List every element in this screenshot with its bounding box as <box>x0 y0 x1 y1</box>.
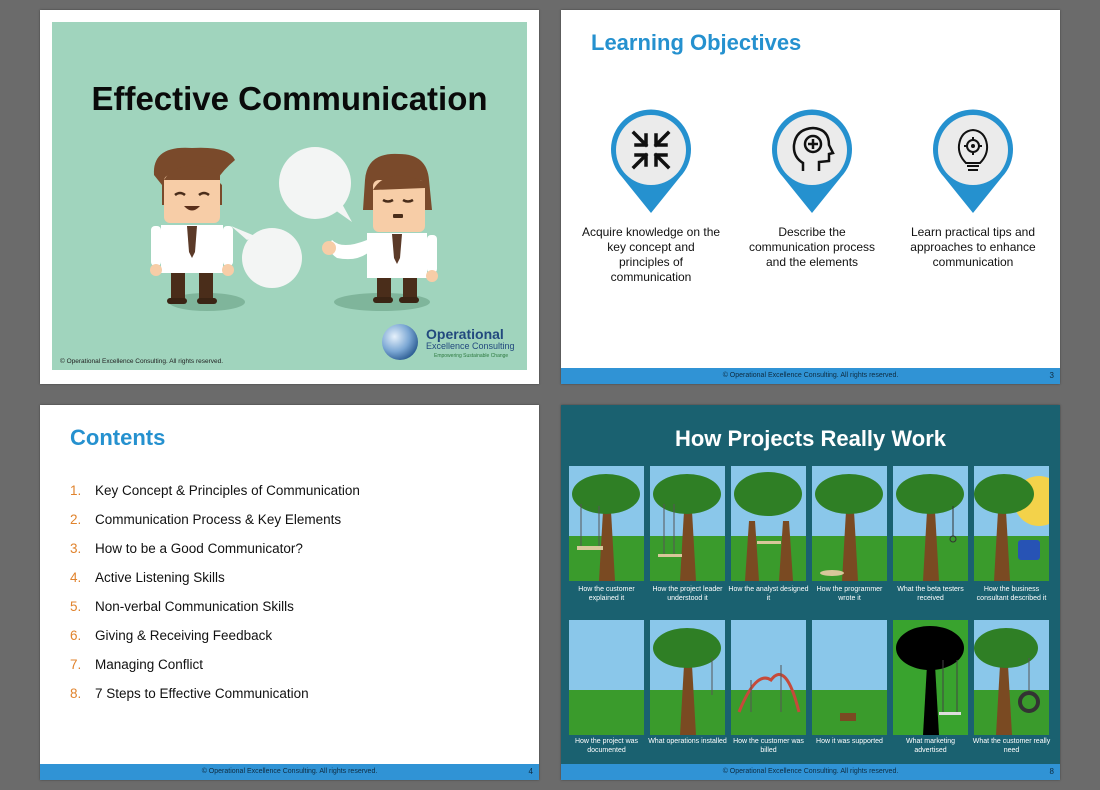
title-slide-background: Effective Communication <box>52 22 527 370</box>
logo-line-1: Operational <box>426 326 504 342</box>
item-text: Giving & Receiving Feedback <box>95 628 273 643</box>
item-number: 4. <box>70 570 82 585</box>
objective-text: Describe the communication process and t… <box>748 225 876 269</box>
tree-swing-cartoon <box>893 620 968 735</box>
footer-copyright: © Operational Excellence Consulting. All… <box>722 768 899 775</box>
item-text: Communication Process & Key Elements <box>95 512 342 527</box>
tree-swing-cartoon <box>812 466 887 581</box>
page-number: 8 <box>1049 767 1054 776</box>
panel-caption: How the customer was billed <box>733 738 804 754</box>
footer-copyright: © Operational Excellence Consulting. All… <box>722 372 899 379</box>
slide-title: Contents <box>70 425 166 450</box>
item-text: 7 Steps to Effective Communication <box>95 686 309 701</box>
tree-swing-cartoon <box>569 620 644 735</box>
list-item: 3. How to be a Good Communicator? <box>70 541 360 570</box>
panel-caption: How the programmer wrote it <box>816 586 883 602</box>
tree-swing-cartoon <box>650 620 725 735</box>
tree-swing-cartoon <box>893 466 968 581</box>
slide-title: Learning Objectives <box>591 30 802 55</box>
panel-caption: How the customer explained it <box>578 586 635 602</box>
copyright-text: © Operational Excellence Consulting. All… <box>60 358 224 365</box>
head-plus-icon <box>769 105 855 215</box>
logo-line-2: Excellence Consulting <box>426 341 515 351</box>
list-item: 5. Non-verbal Communication Skills <box>70 599 360 628</box>
footer-copyright: © Operational Excellence Consulting. All… <box>201 768 378 775</box>
list-item: 1. Key Concept & Principles of Communicat… <box>70 483 360 512</box>
item-number: 2. <box>70 512 82 527</box>
panel-caption: What the customer really need <box>972 738 1051 754</box>
panel-caption: How the project was documented <box>574 738 639 754</box>
panel-caption: How the project leader understood it <box>652 586 723 602</box>
item-number: 3. <box>70 541 82 556</box>
panel-caption: What marketing advertised <box>905 738 956 754</box>
list-item: 6. Giving & Receiving Feedback <box>70 628 360 657</box>
slide-footer: © Operational Excellence Consulting. All… <box>561 368 1060 384</box>
item-number: 7. <box>70 657 82 672</box>
item-number: 8. <box>70 686 82 701</box>
slide-title: How Projects Really Work <box>674 426 946 451</box>
objective-text: Learn practical tips and approaches to e… <box>910 225 1036 269</box>
globe-icon <box>382 324 418 360</box>
panel-caption: What the beta testers received <box>897 586 964 602</box>
objective-2: Describe the communication process and t… <box>742 105 882 270</box>
item-text: How to be a Good Communicator? <box>95 541 303 556</box>
contents-list: 1. Key Concept & Principles of Communicat… <box>70 483 360 715</box>
list-item: 7. Managing Conflict <box>70 657 360 686</box>
tree-swing-cartoon <box>569 466 644 581</box>
tree-swing-cartoon <box>731 466 806 581</box>
item-number: 5. <box>70 599 82 614</box>
page-number: 4 <box>528 767 533 776</box>
list-item: 4. Active Listening Skills <box>70 570 360 599</box>
lightbulb-gear-icon <box>930 105 1016 215</box>
two-businessmen-talking-illustration <box>150 147 438 311</box>
slide-thumbnail-4[interactable]: Contents 1. Key Concept & Principles of C… <box>40 405 539 780</box>
item-number: 6. <box>70 628 82 643</box>
logo-tagline: Empowering Sustainable Change <box>434 353 509 359</box>
item-number: 1. <box>70 483 82 498</box>
panel-caption: How it was supported <box>816 738 883 745</box>
panel-caption: What operations installed <box>648 738 727 745</box>
objective-text: Acquire knowledge on the key concept and… <box>581 225 721 284</box>
item-text: Active Listening Skills <box>95 570 225 585</box>
slide-thumbnail-8[interactable]: How Projects Really Work How the custome… <box>561 405 1060 780</box>
item-text: Managing Conflict <box>95 657 204 672</box>
tree-swing-cartoon <box>974 620 1049 735</box>
slide-title: Effective Communication <box>91 80 488 117</box>
panel-caption: How the analyst designed it <box>728 586 809 602</box>
tree-swing-cartoon <box>650 466 725 581</box>
compress-arrows-icon <box>608 105 694 215</box>
list-item: 8. 7 Steps to Effective Communication <box>70 686 360 715</box>
slide-thumbnail-1[interactable]: Effective Communication <box>40 10 539 384</box>
item-text: Key Concept & Principles of Communicatio… <box>95 483 360 498</box>
slide-thumbnail-3[interactable]: Learning Objectives Acquire knowledge on… <box>561 10 1060 384</box>
tree-swing-cartoon <box>731 620 806 735</box>
tree-swing-cartoon <box>812 620 887 735</box>
objective-1: Acquire knowledge on the key concept and… <box>581 105 721 285</box>
slide-footer: © Operational Excellence Consulting. All… <box>40 764 539 780</box>
page-number: 3 <box>1049 371 1054 380</box>
panel-caption: How the business consultant described it <box>976 586 1047 602</box>
item-text: Non-verbal Communication Skills <box>95 599 294 614</box>
list-item: 2. Communication Process & Key Elements <box>70 512 360 541</box>
objective-3: Learn practical tips and approaches to e… <box>903 105 1043 270</box>
tree-swing-cartoon <box>974 466 1049 581</box>
company-logo: Operational Excellence Consulting Empowe… <box>382 322 532 366</box>
slide-footer: © Operational Excellence Consulting. All… <box>561 764 1060 780</box>
